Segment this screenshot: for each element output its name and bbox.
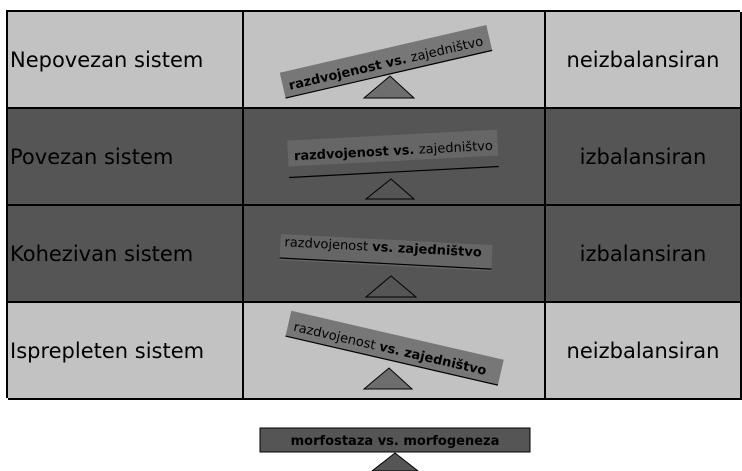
- seesaw-text: razdvojenost vs. zajedništvo: [284, 235, 482, 260]
- seesaw-plank: [279, 25, 493, 99]
- vs-word: vs.: [393, 143, 419, 159]
- system-label: Isprepleten sistem: [10, 338, 205, 363]
- system-label: Povezan sistem: [10, 144, 174, 169]
- seesaw-plank: [285, 310, 504, 386]
- seesaw-line: [285, 335, 499, 386]
- balance-cell: neizbalansiran: [546, 12, 742, 109]
- fulcrum-triangle: [364, 275, 418, 298]
- balance-cell: izbalansiran: [546, 206, 742, 303]
- table-row: Nepovezan sistem razdvojenost vs. zajedn…: [8, 12, 742, 109]
- seesaw-diagram: razdvojenost vs. zajedništvo: [285, 310, 504, 390]
- table-row: Isprepleten sistem razdvojenost vs. zaje…: [8, 303, 742, 400]
- balance-state: izbalansiran: [579, 144, 707, 169]
- fulcrum-triangle: [362, 75, 416, 99]
- seesaw-diagram: razdvojenost vs. zajedništvo: [279, 234, 493, 298]
- system-table: Nepovezan sistem razdvojenost vs. zajedn…: [6, 10, 742, 400]
- left-word: razdvojenost: [284, 235, 373, 255]
- right-word: zajedništvo: [419, 139, 494, 158]
- balance-cell: izbalansiran: [546, 109, 742, 206]
- left-word: razdvojenost: [294, 144, 394, 164]
- vs-word: vs.: [372, 240, 398, 256]
- vs-word: vs.: [378, 340, 406, 360]
- seesaw-cell: razdvojenost vs. zajedništvo: [244, 109, 546, 206]
- seesaw-cell: razdvojenost vs. zajedništvo: [244, 12, 546, 109]
- seesaw-line: [285, 49, 493, 99]
- seesaw-plank: [279, 234, 493, 272]
- balance-cell: neizbalansiran: [546, 303, 742, 400]
- seesaw-diagram: razdvojenost vs. zajedništvo: [287, 129, 499, 200]
- balance-state: neizbalansiran: [566, 47, 720, 72]
- system-label: Kohezivan sistem: [10, 241, 194, 266]
- seesaw-cell: razdvojenost vs. zajedništvo: [244, 303, 546, 400]
- bottom-fulcrum: [371, 452, 419, 471]
- balance-state: neizbalansiran: [566, 338, 720, 363]
- right-word: zajedništvo: [397, 241, 482, 260]
- system-label-cell: Nepovezan sistem: [8, 12, 244, 109]
- seesaw-line: [289, 165, 499, 179]
- fulcrum-triangle: [364, 178, 416, 200]
- system-label-cell: Isprepleten sistem: [8, 303, 244, 400]
- system-label-cell: Kohezivan sistem: [8, 206, 244, 303]
- fulcrum-triangle: [362, 367, 414, 390]
- vs-word: vs.: [384, 51, 412, 71]
- system-label-cell: Povezan sistem: [8, 109, 244, 206]
- seesaw-cell: razdvojenost vs. zajedništvo: [244, 206, 546, 303]
- seesaw-diagram: razdvojenost vs. zajedništvo: [279, 25, 493, 99]
- system-label: Nepovezan sistem: [10, 47, 204, 72]
- seesaw-text: razdvojenost vs. zajedništvo: [294, 139, 494, 164]
- table-row: Povezan sistem razdvojenost vs. zajedniš…: [8, 109, 742, 206]
- table-row: Kohezivan sistem razdvojenost vs. zajedn…: [8, 206, 742, 303]
- seesaw-line: [279, 257, 492, 270]
- bottom-plank: [259, 427, 531, 453]
- seesaw-plank: [287, 129, 499, 167]
- bottom-label: morfostaza vs. morfogeneza: [291, 434, 500, 449]
- balance-state: izbalansiran: [579, 241, 707, 266]
